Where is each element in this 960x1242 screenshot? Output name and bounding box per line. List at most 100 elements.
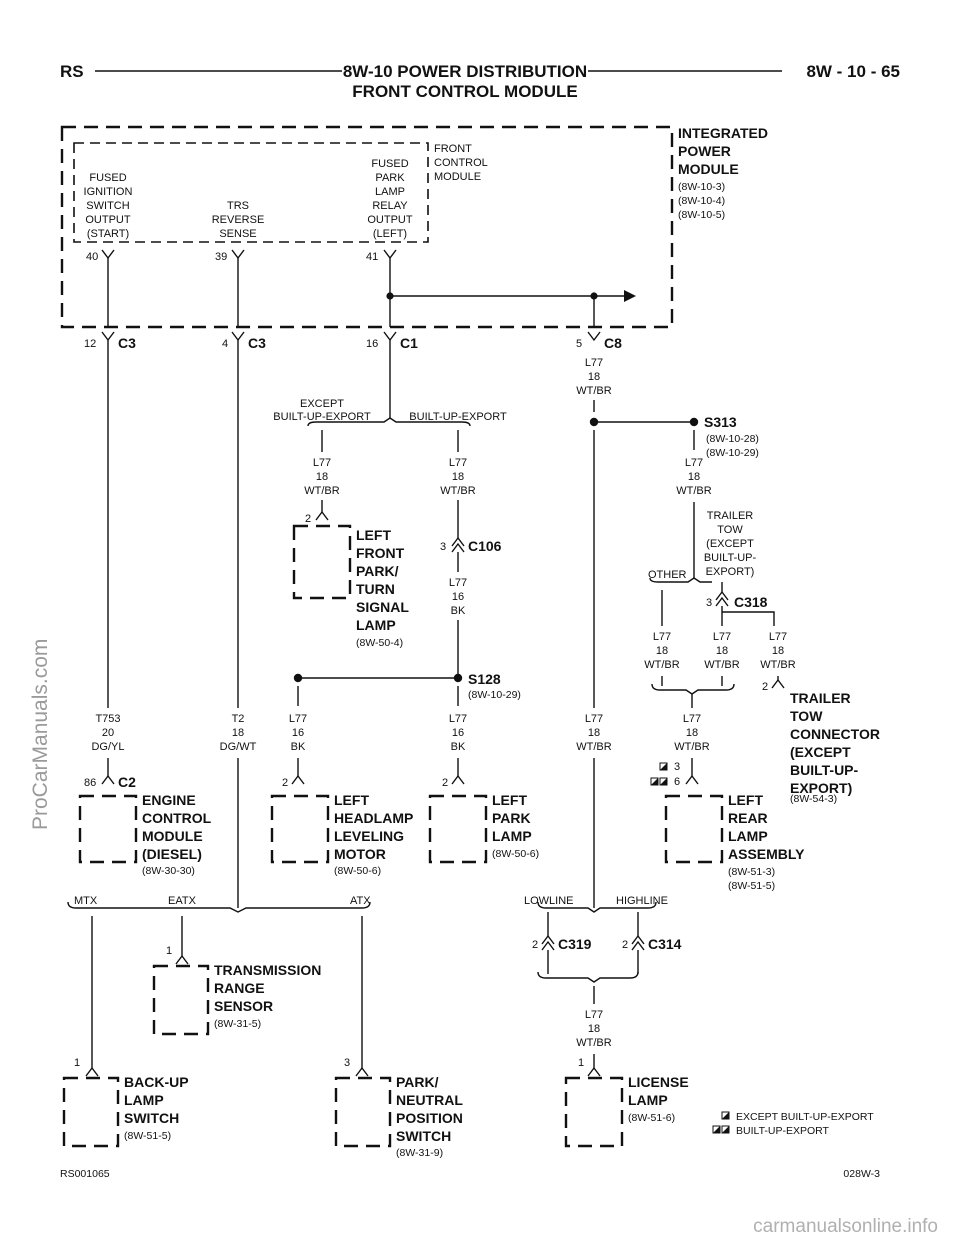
- label-line: LAMP: [375, 186, 405, 198]
- component-name: TOW: [790, 708, 823, 724]
- legend-double: BUILT-UP-EXPORT: [736, 1125, 830, 1137]
- wire-label-line: WT/BR: [440, 485, 475, 497]
- wire-label-line: L77: [585, 1009, 603, 1021]
- wire-label-line: L77: [585, 713, 603, 725]
- branch-label: EATX: [168, 895, 197, 907]
- output-start-label: FUSED IGNITION SWITCH OUTPUT (START): [84, 172, 133, 240]
- component-name: FRONT: [356, 545, 405, 561]
- connector-symbol: [383, 331, 397, 342]
- pin-symbol: [101, 249, 115, 260]
- headlamp-leveling-outline: [270, 794, 330, 864]
- branch-label: BUILT-UP-EXPORT: [409, 411, 507, 423]
- wire-label-line: L77: [313, 457, 331, 469]
- component-name: NEUTRAL: [396, 1092, 463, 1108]
- pin-label: 3: [440, 541, 446, 553]
- wire-label-line: 18: [688, 471, 700, 483]
- label-line: OUTPUT: [85, 214, 131, 226]
- component-name: TURN: [356, 581, 395, 597]
- fcm-label-line: CONTROL: [434, 157, 488, 169]
- label-line: (START): [87, 228, 129, 240]
- wire-label: L77 16 BK: [449, 713, 467, 753]
- wire-label-line: WT/BR: [576, 741, 611, 753]
- wire-label-line: L77: [769, 631, 787, 643]
- label-line: EXPORT): [706, 566, 755, 578]
- connector-symbol: [587, 331, 601, 342]
- splice-label: S313: [704, 414, 737, 430]
- pin-label: 5: [576, 338, 582, 350]
- wire-label-line: L77: [449, 713, 467, 725]
- component-name: CONNECTOR: [790, 726, 880, 742]
- component-name: TRANSMISSION: [214, 962, 321, 978]
- component-name: POSITION: [396, 1110, 463, 1126]
- component-ref: (8W-31-5): [214, 1018, 261, 1030]
- component-name: TRAILER: [790, 690, 851, 706]
- bottom-watermark: carmanualsonline.info: [753, 1216, 938, 1237]
- splice-dot: [589, 417, 599, 427]
- fcm-label-line: FRONT: [434, 143, 472, 155]
- ipm-title-line: POWER: [678, 143, 731, 159]
- ipm-title: INTEGRATED POWER MODULE (8W-10-3) (8W-10…: [678, 125, 768, 221]
- branch-bar: [307, 417, 471, 427]
- wire-label-line: WT/BR: [576, 385, 611, 397]
- splice-dot: [386, 292, 394, 300]
- wire-label-t753: T753 20 DG/YL: [91, 713, 124, 753]
- component-ref: (8W-50-6): [334, 865, 381, 877]
- wire-label: L77 18 WT/BR: [576, 1009, 611, 1049]
- wire-label-line: 18: [588, 1023, 600, 1035]
- arrow-icon: [624, 290, 636, 302]
- backup-switch-outline: [62, 1076, 120, 1148]
- pin-label: 1: [578, 1057, 584, 1069]
- branch-label-trailer: TRAILER TOW (EXCEPT BUILT-UP- EXPORT): [704, 510, 757, 578]
- component-name: PARK/: [356, 563, 399, 579]
- fcm-outline: [73, 142, 429, 243]
- pin-label: 86: [84, 777, 96, 789]
- label-line: REVERSE: [212, 214, 265, 226]
- component-name: LAMP: [728, 828, 768, 844]
- branch-bar: [67, 901, 371, 913]
- pin-label: 2: [532, 939, 538, 951]
- component-name: BACK-UP: [124, 1074, 189, 1090]
- left-rear-lamp-outline: [664, 794, 724, 864]
- component-name: BUILT-UP-: [790, 762, 859, 778]
- header-title-line1: 8W-10 POWER DISTRIBUTION: [343, 62, 587, 81]
- wire-label-line: WT/BR: [644, 659, 679, 671]
- pin-label: 2: [762, 681, 768, 693]
- fcm-label: FRONT CONTROL MODULE: [434, 143, 488, 183]
- page-header: RS 8W-10 POWER DISTRIBUTION FRONT CONTRO…: [60, 62, 900, 101]
- splice-ref: (8W-10-29): [706, 447, 759, 459]
- component-ref: (8W-51-5): [124, 1130, 171, 1142]
- connector-symbol: [355, 1066, 369, 1077]
- component-name: REAR: [728, 810, 768, 826]
- component-name: PARK/: [396, 1074, 439, 1090]
- pin-label: 2: [442, 777, 448, 789]
- component-name: EXPORT): [790, 780, 852, 796]
- connector-symbol: [771, 678, 785, 689]
- pin-label: 16: [366, 338, 378, 350]
- legend: EXCEPT BUILT-UP-EXPORT BUILT-UP-EXPORT: [712, 1111, 874, 1137]
- wire-label-line: WT/BR: [704, 659, 739, 671]
- label-line: FUSED: [371, 158, 408, 170]
- component-name: LEVELING: [334, 828, 404, 844]
- branch-label: BUILT-UP-EXPORT: [273, 411, 371, 423]
- header-left: RS: [60, 62, 84, 81]
- inline-connector-symbol: [715, 590, 729, 607]
- component-name: LEFT: [492, 792, 527, 808]
- component-name: HEADLAMP: [334, 810, 413, 826]
- branch-bar: [649, 577, 712, 583]
- label-line: TRAILER: [707, 510, 754, 522]
- ecm-circuit: T753 20 DG/YL 86 C2 ENGINE CONTROL MODUL…: [78, 340, 212, 877]
- connector-symbol: [587, 1066, 601, 1077]
- pin-label: 41: [366, 251, 378, 263]
- ecm-outline: [78, 794, 138, 864]
- wire-label: L77 18 WT/BR: [576, 713, 611, 753]
- branch-label: ATX: [350, 895, 371, 907]
- splice-ref: (8W-10-29): [468, 689, 521, 701]
- connector-label: C106: [468, 538, 502, 554]
- label-line: FUSED: [89, 172, 126, 184]
- wire-label-line: 18: [588, 727, 600, 739]
- wire-label: L77 16 BK: [289, 713, 307, 753]
- legend-single: EXCEPT BUILT-UP-EXPORT: [736, 1111, 874, 1123]
- connector-label: C319: [558, 936, 592, 952]
- side-watermark: ProCarManuals.com: [29, 639, 52, 830]
- wire-label-line: WT/BR: [576, 1037, 611, 1049]
